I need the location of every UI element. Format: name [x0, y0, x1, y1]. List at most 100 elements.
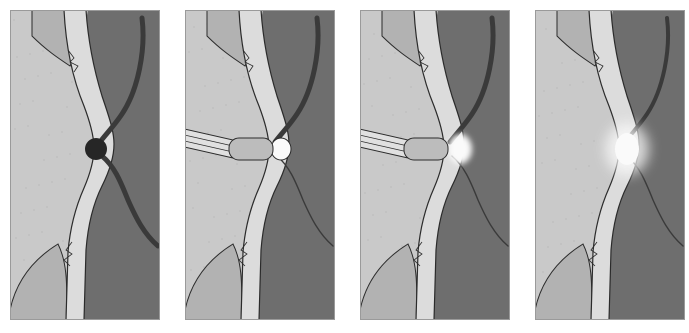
- texture-dot: [556, 87, 558, 89]
- texture-dot: [226, 213, 228, 215]
- texture-dot: [192, 207, 194, 209]
- texture-dot: [37, 75, 39, 77]
- texture-dot: [364, 192, 366, 194]
- texture-dot: [24, 78, 26, 80]
- texture-dot: [381, 55, 383, 57]
- texture-dot: [230, 79, 232, 81]
- texture-dot: [380, 236, 382, 238]
- texture-dot: [43, 159, 45, 161]
- texture-dot: [559, 134, 561, 136]
- texture-dot: [202, 157, 204, 159]
- texture-dot: [231, 188, 233, 190]
- texture-dot: [547, 246, 549, 248]
- texture-dot: [50, 72, 52, 74]
- texture-dot: [575, 168, 577, 170]
- probe-tip: [229, 138, 273, 160]
- texture-dot: [201, 48, 203, 50]
- texture-dot: [410, 86, 412, 88]
- texture-dot: [29, 53, 31, 55]
- texture-dot: [403, 183, 405, 185]
- texture-dot: [377, 189, 379, 191]
- texture-dot: [213, 216, 215, 218]
- texture-dot: [188, 51, 190, 53]
- texture-dot: [16, 56, 18, 58]
- texture-dot: [32, 100, 34, 102]
- texture-dot: [15, 237, 17, 239]
- texture-dot: [395, 161, 397, 163]
- texture-dot: [363, 83, 365, 85]
- texture-dot: [41, 231, 43, 233]
- texture-dot: [580, 143, 582, 145]
- texture-dot: [394, 52, 396, 54]
- texture-dot: [212, 107, 214, 109]
- texture-dot: [543, 90, 545, 92]
- texture-dot: [561, 62, 563, 64]
- texture-dot: [33, 209, 35, 211]
- texture-dot: [197, 182, 199, 184]
- texture-dot: [51, 181, 53, 183]
- texture-dot: [42, 50, 44, 52]
- texture-dot: [390, 186, 392, 188]
- texture-dot: [372, 214, 374, 216]
- texture-dot: [207, 132, 209, 134]
- texture-dot: [25, 187, 27, 189]
- texture-dot: [189, 160, 191, 162]
- texture-dot: [46, 206, 48, 208]
- texture-dot: [368, 58, 370, 60]
- texture-dot: [570, 193, 572, 195]
- texture-dot: [596, 187, 598, 189]
- texture-dot: [220, 129, 222, 131]
- texture-dot: [588, 165, 590, 167]
- texture-dot: [578, 215, 580, 217]
- texture-dot: [221, 238, 223, 240]
- texture-dot: [541, 162, 543, 164]
- texture-dot: [19, 103, 21, 105]
- texture-dot: [208, 241, 210, 243]
- texture-dot: [204, 85, 206, 87]
- texture-dot: [222, 57, 224, 59]
- texture-dot: [564, 109, 566, 111]
- texture-dot: [239, 210, 241, 212]
- texture-dot: [217, 82, 219, 84]
- texture-dot: [28, 234, 30, 236]
- texture-dot: [38, 184, 40, 186]
- texture-dot: [418, 108, 420, 110]
- panel-4: [535, 10, 685, 320]
- texture-dot: [238, 101, 240, 103]
- texture-dot: [243, 76, 245, 78]
- texture-dot: [23, 259, 25, 261]
- texture-dot: [61, 131, 63, 133]
- texture-dot: [64, 178, 66, 180]
- texture-dot: [419, 217, 421, 219]
- texture-dot: [554, 159, 556, 161]
- texture-dot: [376, 80, 378, 82]
- texture-dot: [577, 106, 579, 108]
- lesion: [85, 138, 107, 160]
- texture-dot: [190, 269, 192, 271]
- texture-dot: [593, 140, 595, 142]
- texture-dot: [582, 81, 584, 83]
- probe-tip: [404, 138, 448, 160]
- texture-dot: [56, 156, 58, 158]
- texture-dot: [591, 212, 593, 214]
- texture-dot: [583, 190, 585, 192]
- texture-dot: [560, 243, 562, 245]
- texture-dot: [574, 59, 576, 61]
- texture-dot: [48, 134, 50, 136]
- texture-dot: [401, 245, 403, 247]
- texture-dot: [542, 271, 544, 273]
- texture-dot: [66, 106, 68, 108]
- texture-dot: [538, 115, 540, 117]
- texture-dot: [20, 212, 22, 214]
- texture-dot: [552, 221, 554, 223]
- texture-dot: [236, 163, 238, 165]
- texture-dot: [367, 239, 369, 241]
- texture-dot: [27, 125, 29, 127]
- texture-dot: [13, 19, 15, 21]
- texture-dot: [389, 77, 391, 79]
- texture-dot: [551, 112, 553, 114]
- treatment-glow: [448, 134, 472, 164]
- texture-dot: [392, 114, 394, 116]
- texture-dot: [203, 266, 205, 268]
